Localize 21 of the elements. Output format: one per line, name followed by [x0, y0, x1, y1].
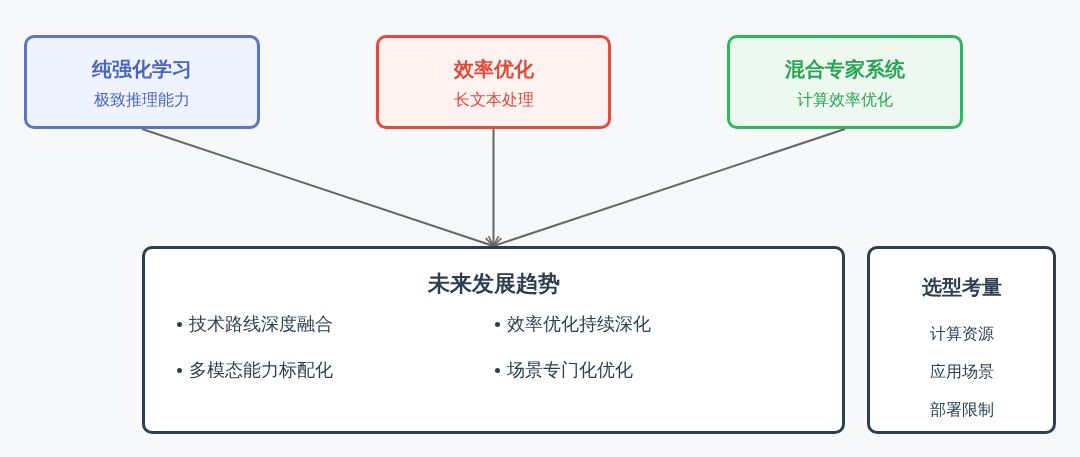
feature-box — [727, 35, 963, 129]
arrow — [487, 128, 500, 247]
item-text: 计算资源 — [929, 323, 994, 345]
feature-box — [24, 35, 260, 129]
box-title: 纯强化学习 — [92, 55, 192, 83]
box-title: 选型考量 — [921, 273, 1002, 301]
box-title: 未来发展趋势 — [427, 270, 560, 298]
box-title: 混合专家系统 — [785, 55, 905, 83]
bullet-item: 效率优化持续深化 — [507, 312, 651, 336]
bullet-item: 多模态能力标配化 — [189, 358, 333, 382]
box-title: 效率优化 — [453, 55, 534, 83]
bullet-item: 场景专门化优化 — [507, 358, 633, 382]
box-subtitle: 极致推理能力 — [94, 89, 190, 111]
trend-box — [142, 246, 845, 434]
box-subtitle: 长文本处理 — [453, 89, 534, 111]
feature-box — [376, 35, 611, 129]
item-text: 应用场景 — [929, 361, 994, 383]
box-subtitle: 计算效率优化 — [797, 89, 893, 111]
bullet-item: 技术路线深度融合 — [189, 312, 333, 336]
consideration-box — [867, 246, 1056, 434]
item-text: 部署限制 — [929, 399, 994, 421]
